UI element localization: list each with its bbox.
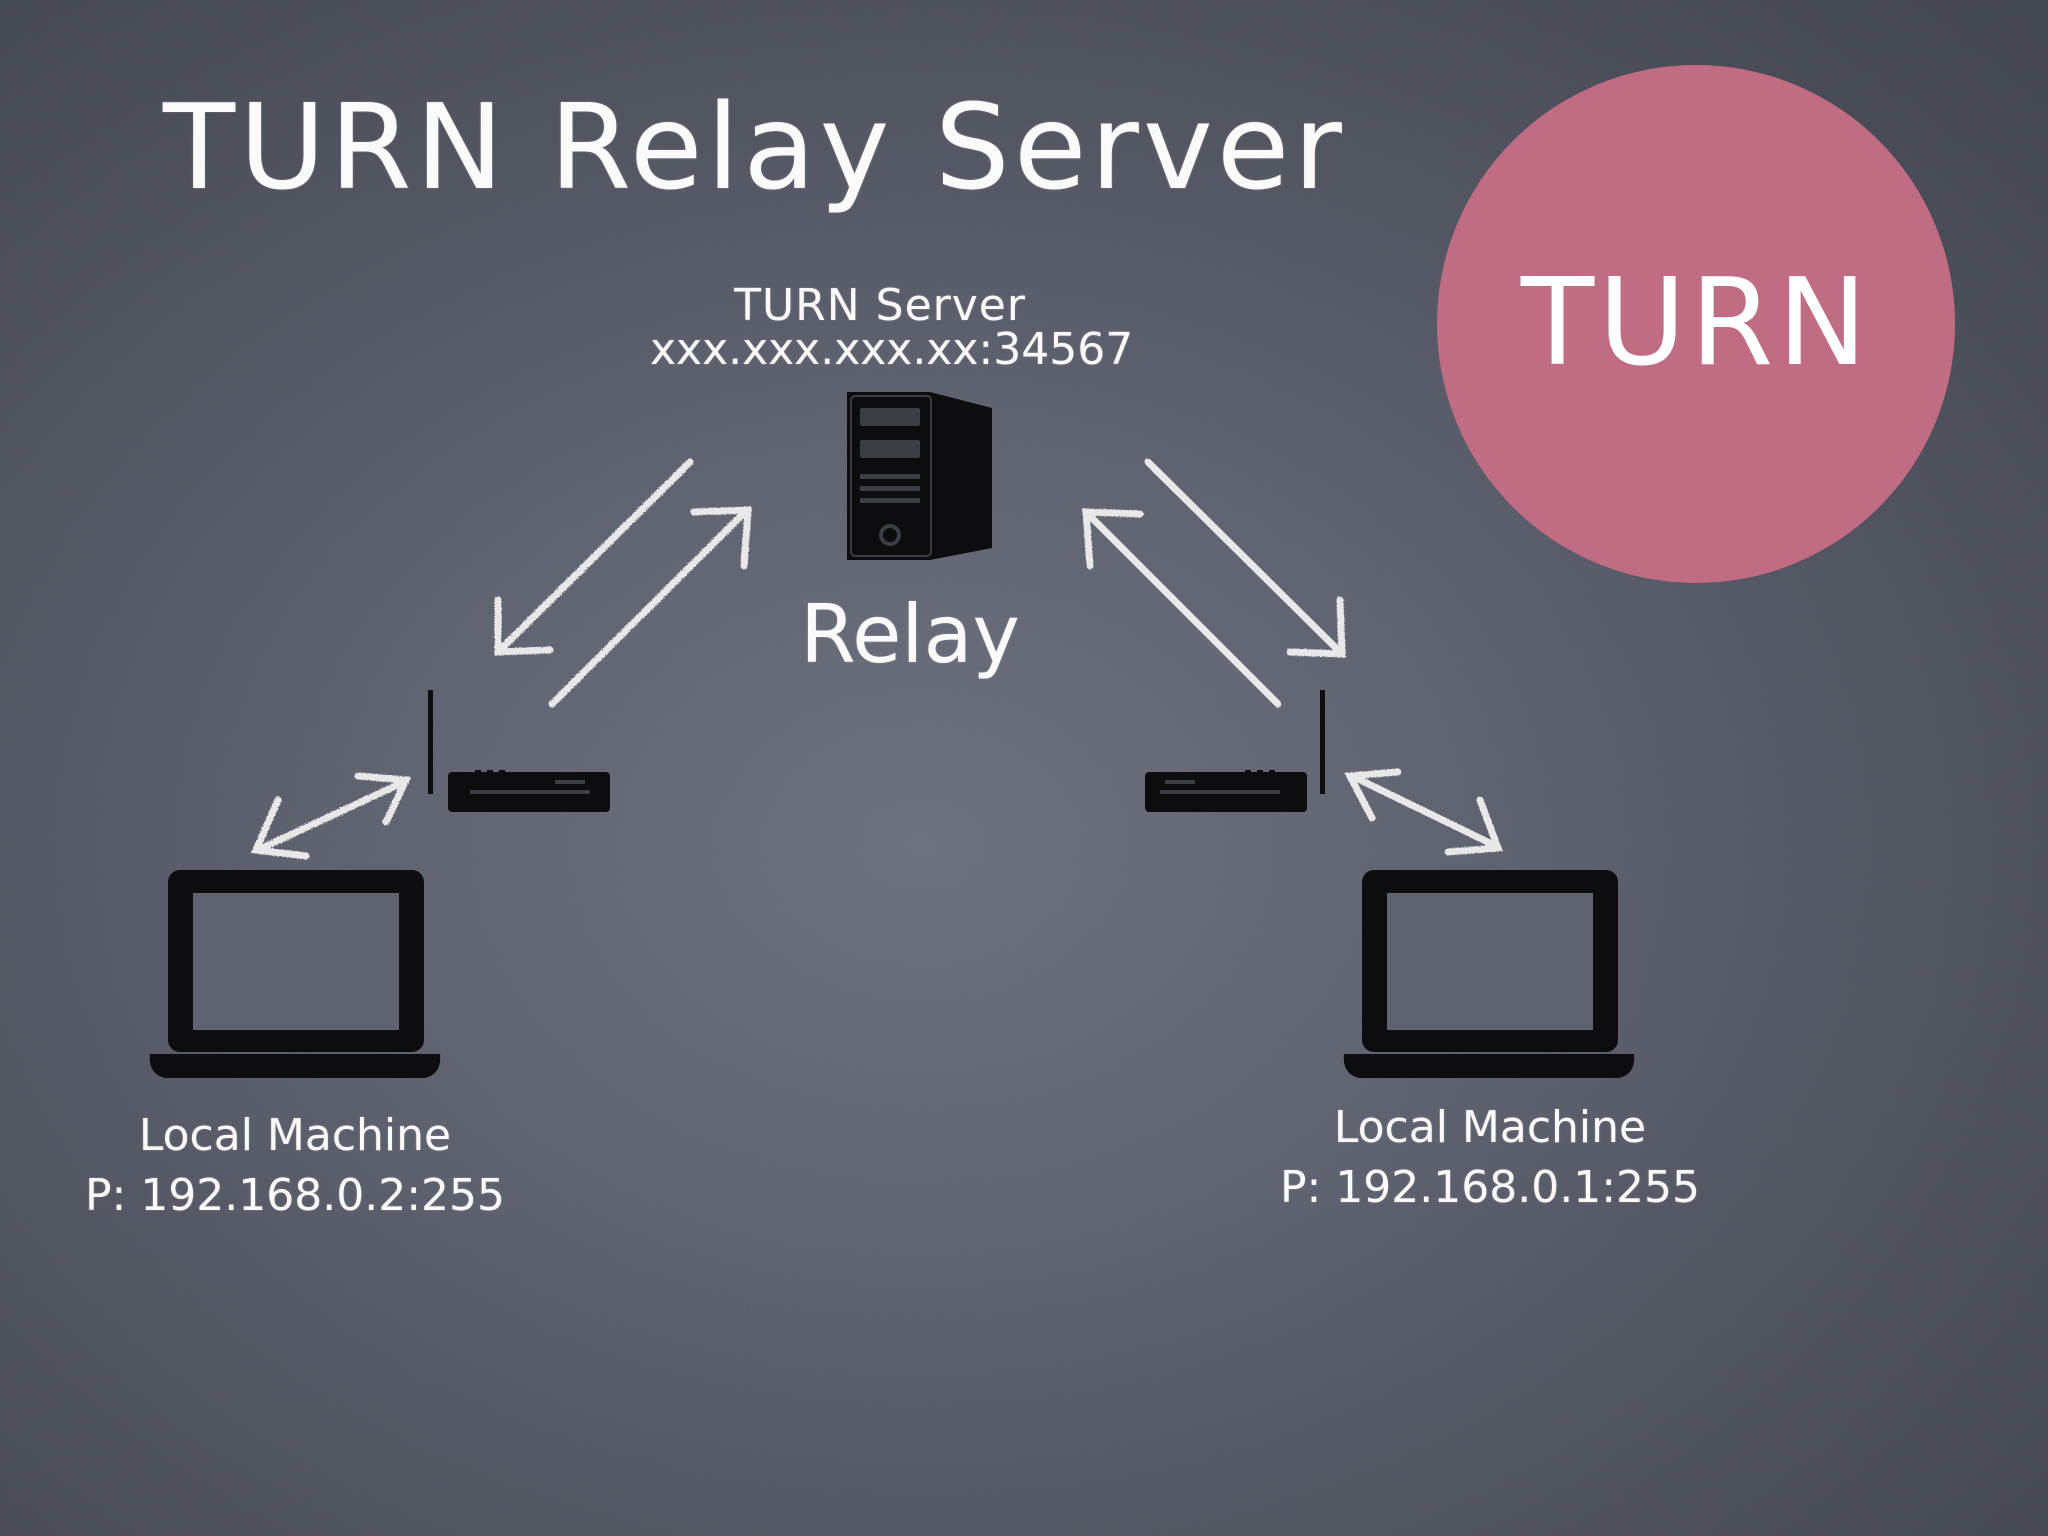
left-machine-name: Local Machine bbox=[138, 1110, 452, 1161]
router-icon bbox=[1145, 690, 1325, 812]
arrow-left-router-laptop bbox=[250, 772, 412, 860]
server-address: xxx.xxx.xxx.xx:34567 bbox=[650, 324, 1134, 375]
arrow-server-to-left-router bbox=[494, 458, 694, 656]
right-machine-name: Local Machine bbox=[1333, 1102, 1647, 1153]
laptop-icon bbox=[149, 870, 441, 1078]
server-tower-icon bbox=[847, 392, 992, 560]
router-icon bbox=[428, 690, 610, 812]
arrow-right-router-laptop bbox=[1344, 768, 1503, 856]
right-machine-address: P: 192.168.0.1:255 bbox=[1279, 1162, 1701, 1213]
laptop-icon bbox=[1343, 870, 1635, 1078]
left-machine-address: P: 192.168.0.2:255 bbox=[84, 1170, 506, 1221]
arrow-server-to-right-router bbox=[1144, 458, 1346, 658]
arrow-right-router-to-server bbox=[1082, 508, 1282, 708]
page-title: TURN Relay Server bbox=[163, 78, 1346, 216]
arrow-left-router-to-server bbox=[548, 506, 752, 708]
relay-label: Relay bbox=[800, 588, 1020, 681]
badge-label: TURN bbox=[1520, 254, 1872, 393]
turn-badge: TURN bbox=[1437, 65, 1955, 583]
server-name: TURN Server bbox=[734, 280, 1026, 331]
